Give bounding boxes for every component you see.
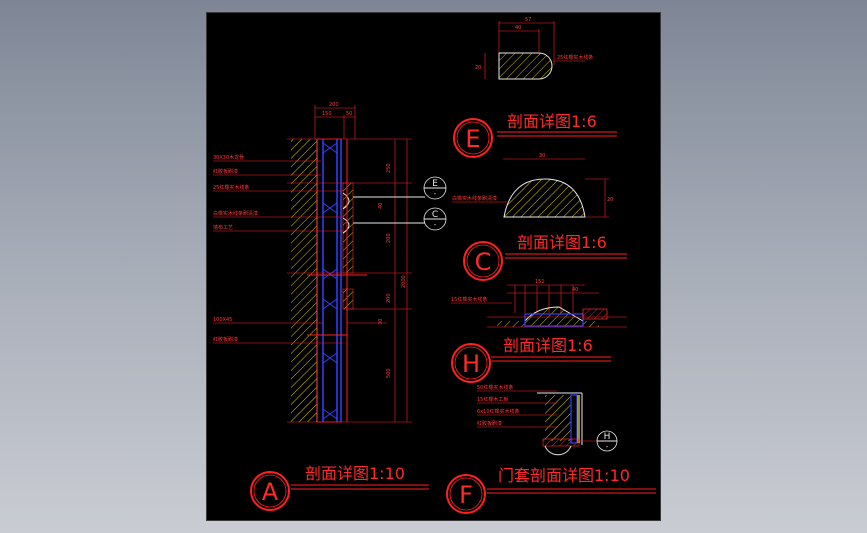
detail-e: 57 40 20 25红橡实木线条 <box>475 17 593 80</box>
dim-a-v5: 30 <box>378 319 384 325</box>
title-h-letter: H <box>462 350 480 378</box>
detail-f: 50红橡实木线条 15红橡木工板 6x10红橡实木线条 红胶板刷漆 H - <box>477 384 618 456</box>
dim-a-top-r: 50 <box>346 111 352 117</box>
note-a-1: 30X30木龙骨 <box>213 154 244 161</box>
detail-c: 30 20 白橡实木线条刷清漆 <box>452 153 613 218</box>
title-c-bubble <box>463 241 503 281</box>
detail-h: 151 40 15红橡实木线条 <box>451 279 627 328</box>
dim-a-v2: 200 <box>386 233 392 243</box>
dim-e-side: 20 <box>475 65 481 71</box>
note-a-4: 白橡实木线条刷清漆 <box>213 210 258 217</box>
title-a-bubble <box>250 471 290 511</box>
cad-drawing: 57 40 20 25红橡实木线条 E 剖面详图1:6 30 20 白橡实木线条… <box>213 17 656 514</box>
svg-text:-: - <box>606 443 609 451</box>
dim-a-v4: 500 <box>386 368 392 378</box>
title-a-letter: A <box>262 478 279 506</box>
note-a-2: 红胶板刷漆 <box>213 168 238 175</box>
callout-e-letter: E <box>432 179 438 189</box>
title-a: A 剖面详图1:10 <box>250 464 429 511</box>
title-e-text: 剖面详图1:6 <box>507 112 597 131</box>
dim-a-top-l: 150 <box>322 111 332 117</box>
title-f: F 门套剖面详图1:10 <box>446 466 656 514</box>
note-a-6: 100X45 <box>213 317 232 323</box>
title-f-text: 门套剖面详图1:10 <box>498 466 630 485</box>
note-f-4: 红胶板刷漆 <box>477 420 502 427</box>
detail-a: 200 150 50 <box>213 102 447 423</box>
dim-a-top: 200 <box>329 102 339 108</box>
title-c-letter: C <box>475 248 492 276</box>
dim-e-top: 57 <box>525 17 531 23</box>
title-c: C 剖面详图1:6 <box>463 233 627 281</box>
note-a-5: 墙布工艺 <box>213 224 233 231</box>
svg-text:-: - <box>434 221 437 229</box>
callout-c-letter: C <box>432 210 438 220</box>
detail-e-profile <box>498 52 553 80</box>
title-h-bubble <box>451 343 491 383</box>
dim-e-inner: 40 <box>515 25 521 31</box>
stud-crosses <box>322 142 338 420</box>
svg-text:-: - <box>434 190 437 198</box>
dim-c-top: 30 <box>539 153 545 159</box>
note-a-3: 25红橡实木线条 <box>213 184 249 191</box>
title-h: H 剖面详图1:6 <box>451 336 611 383</box>
svg-text:H: H <box>604 432 611 442</box>
callout-e: E - <box>423 176 447 200</box>
dim-a-v1: 250 <box>386 163 392 173</box>
dim-h-1: 151 <box>535 279 545 285</box>
title-h-text: 剖面详图1:6 <box>503 336 593 355</box>
note-h: 15红橡实木线条 <box>451 296 487 303</box>
title-e: E 剖面详图1:6 <box>453 112 617 158</box>
title-f-bubble <box>446 474 486 514</box>
title-f-letter: F <box>459 481 473 509</box>
note-e: 25红橡实木线条 <box>557 54 593 61</box>
callout-h-small: H - <box>596 430 618 452</box>
title-c-text: 剖面详图1:6 <box>517 233 607 252</box>
dim-a-v6: 40 <box>378 203 384 209</box>
note-f-3: 6x10红橡实木线条 <box>477 408 520 415</box>
dim-h-2: 40 <box>572 287 578 293</box>
note-f-2: 15红橡木工板 <box>477 396 508 403</box>
note-f-1: 50红橡实木线条 <box>477 384 513 391</box>
wall-hatch <box>291 139 317 422</box>
title-e-letter: E <box>465 125 480 153</box>
title-a-text: 剖面详图1:10 <box>305 464 405 483</box>
dim-c-side: 20 <box>607 197 613 203</box>
note-a-7: 红胶板刷漆 <box>213 336 238 343</box>
note-c: 白橡实木线条刷清漆 <box>452 195 497 202</box>
dim-a-v-total: 2000 <box>401 275 407 288</box>
title-e-bubble <box>453 118 493 158</box>
dim-a-v3: 200 <box>386 293 392 303</box>
drawing-sheet: 57 40 20 25红橡实木线条 E 剖面详图1:6 30 20 白橡实木线条… <box>206 12 661 521</box>
callout-c: C - <box>423 207 447 231</box>
